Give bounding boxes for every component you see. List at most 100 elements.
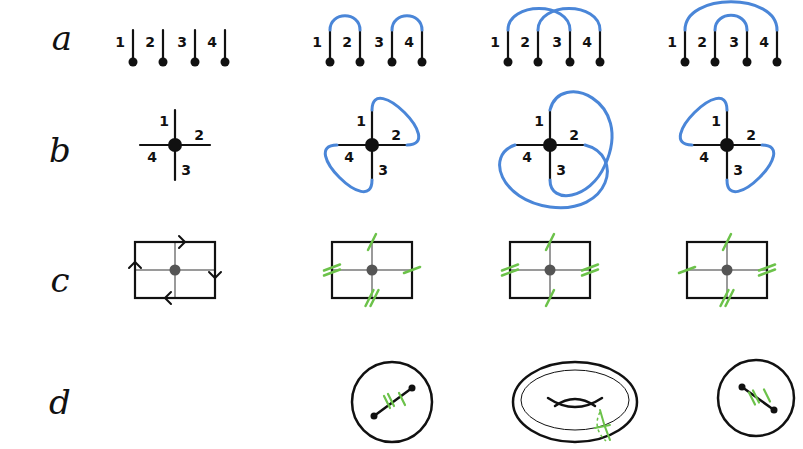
- gluing-tick: [749, 391, 759, 405]
- strand: [776, 30, 778, 60]
- strand: [329, 30, 331, 60]
- strand-number: 2: [697, 35, 707, 49]
- strand: [746, 30, 748, 60]
- half-edge-number: 1: [711, 114, 721, 128]
- pairing-loop: [372, 98, 419, 145]
- glued-segment: [374, 388, 412, 416]
- pairing-arc: [392, 16, 422, 30]
- strand-number: 1: [312, 35, 322, 49]
- strand-number: 3: [374, 35, 384, 49]
- strand-end: [773, 58, 782, 67]
- edge-arrow: [209, 272, 221, 278]
- strand: [684, 30, 686, 60]
- gluing-tick: [546, 234, 554, 250]
- pairing-arc: [715, 15, 747, 30]
- vertex: [545, 265, 556, 276]
- polygon-square: [135, 242, 215, 298]
- strand-end: [711, 58, 720, 67]
- strand: [537, 30, 539, 60]
- strand-number: 2: [342, 35, 352, 49]
- polygon-square: [332, 242, 412, 298]
- gluing-tick: [723, 234, 731, 250]
- gluing-tick: [324, 265, 340, 276]
- half-edge-number: 2: [194, 128, 204, 142]
- vertex: [170, 265, 181, 276]
- polygon-square: [687, 242, 767, 298]
- half-edge-number: 2: [746, 128, 756, 142]
- strand-number: 3: [729, 35, 739, 49]
- edge-arrow: [129, 262, 141, 268]
- strand-number: 2: [520, 35, 530, 49]
- pairing-loop: [550, 92, 612, 196]
- edge-arrow: [179, 236, 185, 248]
- vertex: [722, 265, 733, 276]
- pairing-arc: [330, 16, 360, 30]
- strand-number: 3: [552, 35, 562, 49]
- half-edge-number: 1: [356, 114, 366, 128]
- gluing-tick: [595, 425, 610, 428]
- strand-end: [191, 58, 200, 67]
- vertex: [720, 138, 734, 152]
- half-edge-number: 4: [699, 150, 709, 164]
- gluing-tick: [759, 265, 775, 276]
- glued-segment: [742, 387, 774, 410]
- strand-number: 4: [404, 35, 414, 49]
- gluing-tick: [721, 290, 734, 306]
- strand: [599, 30, 601, 60]
- strand-number: 4: [759, 35, 769, 49]
- strand: [391, 30, 393, 60]
- strand-end: [418, 58, 427, 67]
- gluing-tick: [502, 265, 518, 276]
- pairing-loop: [680, 98, 727, 145]
- strand-number: 1: [667, 35, 677, 49]
- segment-end: [409, 385, 416, 392]
- strand: [224, 30, 226, 60]
- pairing-loop: [727, 145, 774, 192]
- half-edge-number: 4: [344, 150, 354, 164]
- torus-line: [521, 370, 629, 430]
- segment-end: [371, 413, 378, 420]
- segment-end: [771, 407, 778, 414]
- row-letter: d: [49, 385, 71, 419]
- strand-end: [596, 58, 605, 67]
- strand: [359, 30, 361, 60]
- sphere: [352, 362, 432, 442]
- pairing-loop: [500, 145, 608, 208]
- vertex: [168, 138, 182, 152]
- strand: [507, 30, 509, 60]
- pairing-arc: [685, 2, 777, 30]
- row-letter: c: [50, 263, 69, 297]
- half-edge-number: 2: [391, 128, 401, 142]
- half-edge-number: 1: [159, 114, 169, 128]
- strand-end: [221, 58, 230, 67]
- strand-number: 1: [115, 35, 125, 49]
- half-edge-number: 3: [181, 163, 191, 177]
- strand-number: 4: [207, 35, 217, 49]
- torus-hole: [548, 398, 602, 407]
- half-edge-number: 3: [556, 163, 566, 177]
- strand-end: [388, 58, 397, 67]
- half-edge-number: 1: [534, 114, 544, 128]
- gluing-tick: [546, 290, 554, 306]
- gluing-tick: [764, 390, 770, 402]
- gluing-tick: [366, 290, 379, 306]
- strand-number: 1: [490, 35, 500, 49]
- sphere: [718, 360, 794, 436]
- half-edge-number: 4: [522, 150, 532, 164]
- segment-end: [739, 384, 746, 391]
- strand: [162, 30, 164, 60]
- gluing-tick: [582, 265, 598, 276]
- strand-end: [504, 58, 513, 67]
- half-edge-number: 4: [147, 150, 157, 164]
- half-edge-number: 3: [733, 163, 743, 177]
- polygon-square: [510, 242, 590, 298]
- edge-arrow: [165, 292, 171, 304]
- strand-number: 4: [582, 35, 592, 49]
- strand: [714, 30, 716, 60]
- torus-hole: [555, 399, 595, 406]
- pairing-arc: [538, 9, 600, 30]
- vertex: [367, 265, 378, 276]
- gluing-tick: [399, 393, 405, 405]
